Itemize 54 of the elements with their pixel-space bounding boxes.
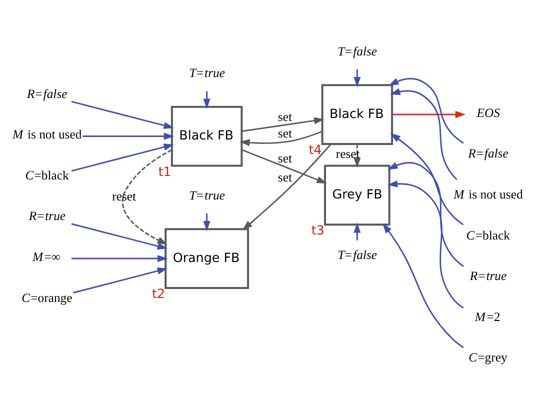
- node-text: C=black: [25, 168, 69, 182]
- arrow: [73, 267, 168, 293]
- node-text: R=true: [28, 208, 66, 223]
- arrow: [354, 222, 361, 240]
- node-box: Black FB: [170, 105, 243, 166]
- node-box: Black FB: [321, 84, 394, 144]
- edge-label: set: [278, 110, 292, 124]
- node-text: C=grey: [468, 350, 508, 364]
- edge-label: reset: [336, 146, 360, 161]
- arrow: [82, 132, 174, 140]
- arrow: [242, 143, 332, 230]
- node-label: t4: [308, 142, 322, 157]
- node-text: T=false: [338, 44, 378, 58]
- node-text: T=true: [189, 188, 225, 202]
- edge-label: set: [278, 170, 292, 184]
- edge-label: set: [278, 151, 292, 166]
- arrow: [242, 148, 327, 183]
- arrow: [71, 222, 168, 250]
- node-text: C=black: [466, 228, 510, 242]
- node-text: M=2: [474, 309, 500, 324]
- node-box: Orange FB: [164, 228, 250, 288]
- node-text: M is not used: [454, 186, 523, 201]
- arrow: [390, 132, 464, 225]
- node-text: R=false: [27, 86, 68, 100]
- arrow: [388, 77, 464, 144]
- arrow: [390, 88, 458, 180]
- node-text: C=orange: [22, 290, 72, 304]
- node-text: R=true: [470, 268, 507, 282]
- arrow: [240, 130, 322, 146]
- node-label: t2: [152, 286, 166, 301]
- arrow: [354, 68, 361, 87]
- arrow: [71, 100, 174, 128]
- arrow: [387, 180, 464, 308]
- edge-label: reset: [112, 188, 136, 203]
- arrow: [122, 148, 172, 244]
- node-text: T=true: [189, 66, 225, 80]
- node-label: t3: [311, 222, 324, 238]
- arrow: [71, 143, 174, 172]
- arrow: [354, 144, 361, 168]
- node-text: EOS: [476, 105, 500, 120]
- arrow: [382, 222, 464, 348]
- arrow: [392, 110, 466, 118]
- arrow: [203, 90, 210, 108]
- arrow: [72, 254, 168, 262]
- arrow: [388, 162, 464, 266]
- edge-label: set: [278, 126, 292, 140]
- arrow: [242, 116, 324, 132]
- node-text: M is not used: [12, 127, 82, 142]
- node-box: Grey FB: [324, 164, 390, 226]
- node-text: T=false: [338, 248, 378, 262]
- node-text: R=false: [468, 146, 508, 160]
- node-text: M=∞: [32, 249, 60, 264]
- arrow: [203, 212, 210, 231]
- node-label: t1: [158, 163, 172, 178]
